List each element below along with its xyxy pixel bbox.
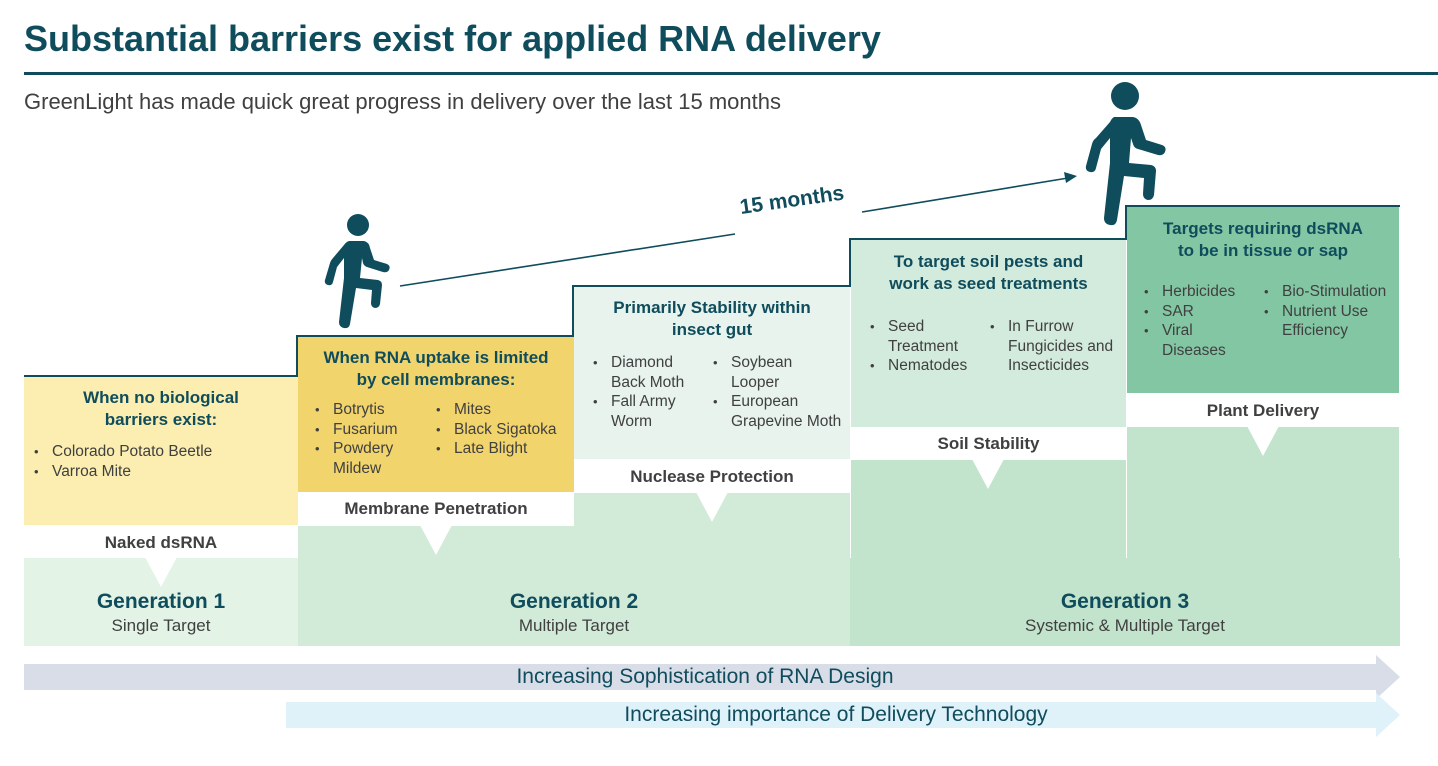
bullet-item: Mites [432, 400, 567, 420]
generation-3-desc: Systemic & Multiple Target [1025, 616, 1225, 635]
bullet-item: Late Blight [432, 439, 567, 459]
bullet-item: SAR [1140, 302, 1255, 322]
generation-3-label: Generation 3 Systemic & Multiple Target [850, 590, 1400, 636]
step-3-bullets-col1: Diamond Back Moth Fall Army Worm [589, 353, 704, 431]
step-5-bullets-col1: Herbicides SAR Viral Diseases [1140, 282, 1255, 360]
step-2-pointer [420, 525, 452, 555]
bullet-item: Varroa Mite [30, 462, 290, 482]
design-arrow-label: Increasing Sophistication of RNA Design [516, 665, 894, 688]
bullet-item: Bio-Stimulation [1260, 282, 1395, 302]
step-4-riser [849, 238, 851, 287]
step-1-bullets: Colorado Potato Beetle Varroa Mite [30, 442, 290, 481]
walking-person-small-icon [324, 214, 390, 329]
generation-1-label: Generation 1 Single Target [24, 590, 298, 636]
step-3-riser [572, 285, 574, 337]
delivery-arrow-label: Increasing importance of Delivery Techno… [624, 703, 1048, 726]
walking-person-large-icon [1085, 82, 1166, 226]
step-2-bullets-col2: Mites Black Sigatoka Late Blight [432, 400, 567, 459]
bullet-item: Nutrient Use Efficiency [1260, 302, 1395, 341]
bullet-item: Nematodes [866, 356, 981, 376]
step-4-outline [849, 238, 1127, 240]
step-5-label: Plant Delivery [1127, 393, 1399, 427]
design-arrow-head [1376, 655, 1400, 699]
step-2-outline [296, 335, 574, 337]
generation-3-name: Generation 3 [1060, 590, 1190, 613]
generation-2-name: Generation 2 [509, 590, 639, 613]
bullet-item: Diamond Back Moth [589, 353, 704, 392]
bullet-item: Powdery Mildew [311, 439, 429, 478]
delivery-arrow-head [1376, 693, 1400, 737]
bullet-item: Herbicides [1140, 282, 1255, 302]
step-1-label: Naked dsRNA [24, 525, 298, 558]
delivery-arrow-bar [286, 702, 1376, 728]
step-4-pointer [972, 459, 1004, 489]
bullet-item: Fusarium [311, 420, 429, 440]
page-title: Substantial barriers exist for applied R… [24, 18, 881, 59]
bullet-item: Colorado Potato Beetle [30, 442, 290, 462]
step-5-outline [1125, 205, 1400, 207]
step-2-label: Membrane Penetration [298, 492, 574, 526]
step-5-pointer [1247, 426, 1279, 456]
step-1-pointer [145, 557, 177, 587]
page-subtitle: GreenLight has made quick great progress… [24, 89, 781, 114]
step-1-outline [24, 375, 298, 377]
generation-2-label: Generation 2 Multiple Target [298, 590, 850, 636]
step-3-bullets-col2: Soybean Looper European Grapevine Moth [709, 353, 844, 431]
bullet-item: Black Sigatoka [432, 420, 567, 440]
bullet-item: Seed Treatment [866, 317, 981, 356]
bullet-item: In Furrow Fungicides and Insecticides [986, 317, 1116, 376]
step-3-outline [572, 285, 851, 287]
bullet-item: Soybean Looper [709, 353, 844, 392]
step-4-bullets-col1: Seed Treatment Nematodes [866, 317, 981, 376]
bullet-item: Botrytis [311, 400, 429, 420]
title-divider [24, 72, 1438, 75]
generation-2-band [298, 558, 850, 646]
step-5-bullets-col2: Bio-Stimulation Nutrient Use Efficiency [1260, 282, 1395, 341]
step-2-riser [296, 335, 298, 377]
bullet-item: Viral Diseases [1140, 321, 1255, 360]
bullet-item: Fall Army Worm [589, 392, 704, 431]
step-3-pointer [696, 492, 728, 522]
generation-1-desc: Single Target [111, 616, 211, 635]
generation-2-desc: Multiple Target [518, 616, 630, 635]
design-arrow-bar [24, 664, 1376, 690]
generation-3-band [850, 558, 1400, 646]
step-5-riser [1125, 205, 1127, 240]
step-3-label: Nuclease Protection [574, 459, 850, 493]
timeline-arrow [399, 172, 1077, 287]
generation-1-name: Generation 1 [96, 590, 226, 613]
step-4-label: Soil Stability [851, 427, 1126, 460]
step-2-bullets-col1: Botrytis Fusarium Powdery Mildew [311, 400, 429, 478]
bullet-item: European Grapevine Moth [709, 392, 844, 431]
step-4-bullets-col2: In Furrow Fungicides and Insecticides [986, 317, 1116, 376]
